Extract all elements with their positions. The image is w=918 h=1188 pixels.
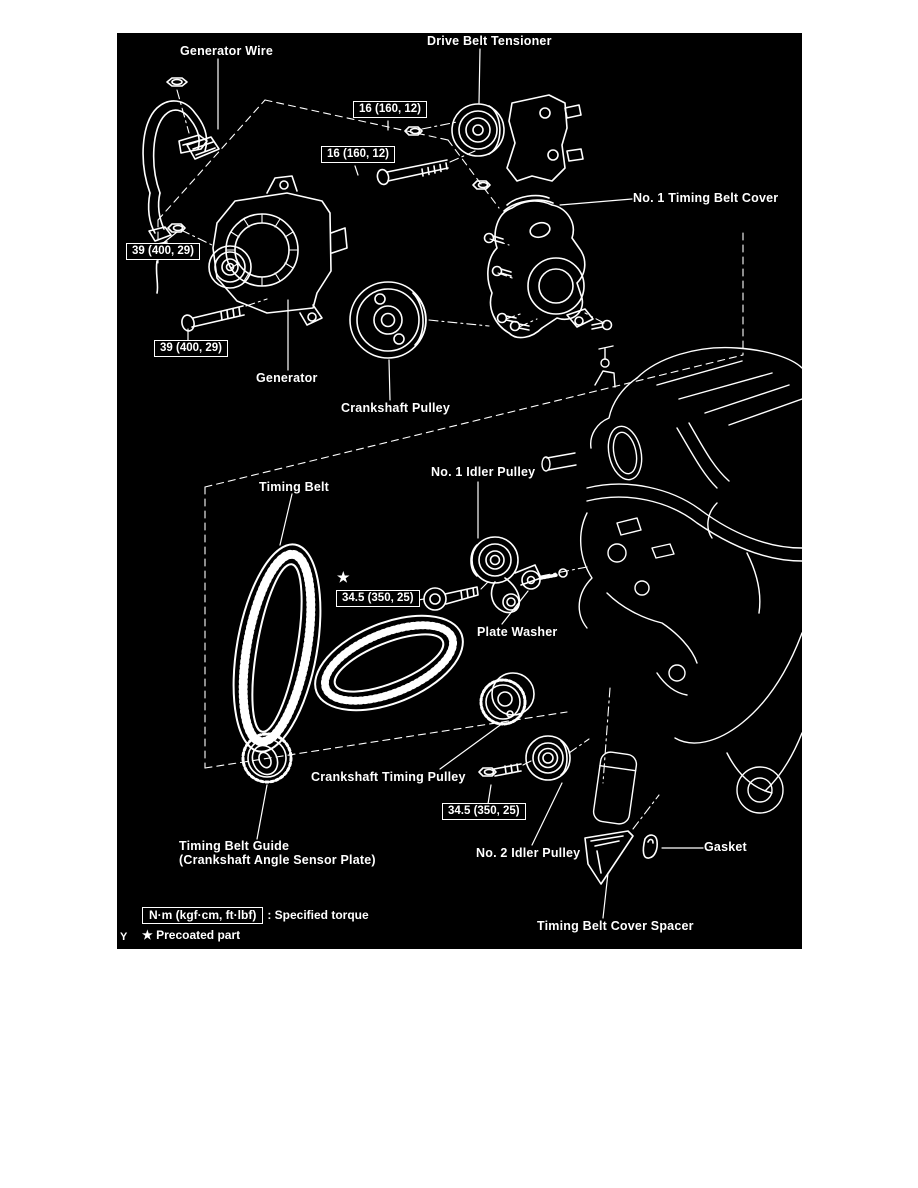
label-generator: Generator <box>256 371 318 385</box>
label-plate-washer: Plate Washer <box>477 625 558 639</box>
torque-idler1-bolt: 34.5 (350, 25) <box>336 590 420 607</box>
label-no1-idler-pulley: No. 1 Idler Pulley <box>431 465 536 479</box>
precoated-star-mark: ★ <box>337 569 350 585</box>
label-timing-belt-guide: Timing Belt Guide (Crankshaft Angle Sens… <box>179 839 376 867</box>
engine-exploded-diagram: Generator Wire Drive Belt Tensioner 16 (… <box>117 33 802 949</box>
torque-generator-bolt: 39 (400, 29) <box>154 340 229 357</box>
legend-torque: N·m (kgf·cm, ft·lbf): Specified torque <box>142 907 369 924</box>
torque-generator-nut: 39 (400, 29) <box>126 243 201 260</box>
label-crankshaft-timing-pulley: Crankshaft Timing Pulley <box>311 770 466 784</box>
label-no2-idler-pulley: No. 2 Idler Pulley <box>476 846 581 860</box>
torque-tensioner-nut: 16 (160, 12) <box>353 101 428 118</box>
engine-diagram-art <box>142 48 802 919</box>
label-drive-belt-tensioner: Drive Belt Tensioner <box>427 34 552 48</box>
torque-tensioner-bolt: 16 (160, 12) <box>321 146 396 163</box>
label-timing-belt-cover-spacer: Timing Belt Cover Spacer <box>537 919 694 933</box>
page-marker: Y <box>120 931 128 943</box>
torque-idler2-bolt: 34.5 (350, 25) <box>442 803 526 820</box>
label-timing-belt: Timing Belt <box>259 480 330 494</box>
legend-precoated: ★ Precoated part <box>142 928 240 942</box>
label-no1-timing-belt-cover: No. 1 Timing Belt Cover <box>633 191 779 205</box>
legend-torque-unit-box: N·m (kgf·cm, ft·lbf) <box>142 907 264 924</box>
label-timing-belt-guide-line1: Timing Belt Guide <box>179 839 290 853</box>
legend-precoated-text: Precoated part <box>156 928 241 942</box>
label-crankshaft-pulley: Crankshaft Pulley <box>341 401 450 415</box>
legend-star-icon: ★ <box>142 928 153 942</box>
label-generator-wire: Generator Wire <box>180 44 273 58</box>
label-gasket: Gasket <box>704 840 747 854</box>
label-timing-belt-guide-line2: (Crankshaft Angle Sensor Plate) <box>179 853 376 867</box>
legend-torque-desc: : Specified torque <box>267 908 369 922</box>
